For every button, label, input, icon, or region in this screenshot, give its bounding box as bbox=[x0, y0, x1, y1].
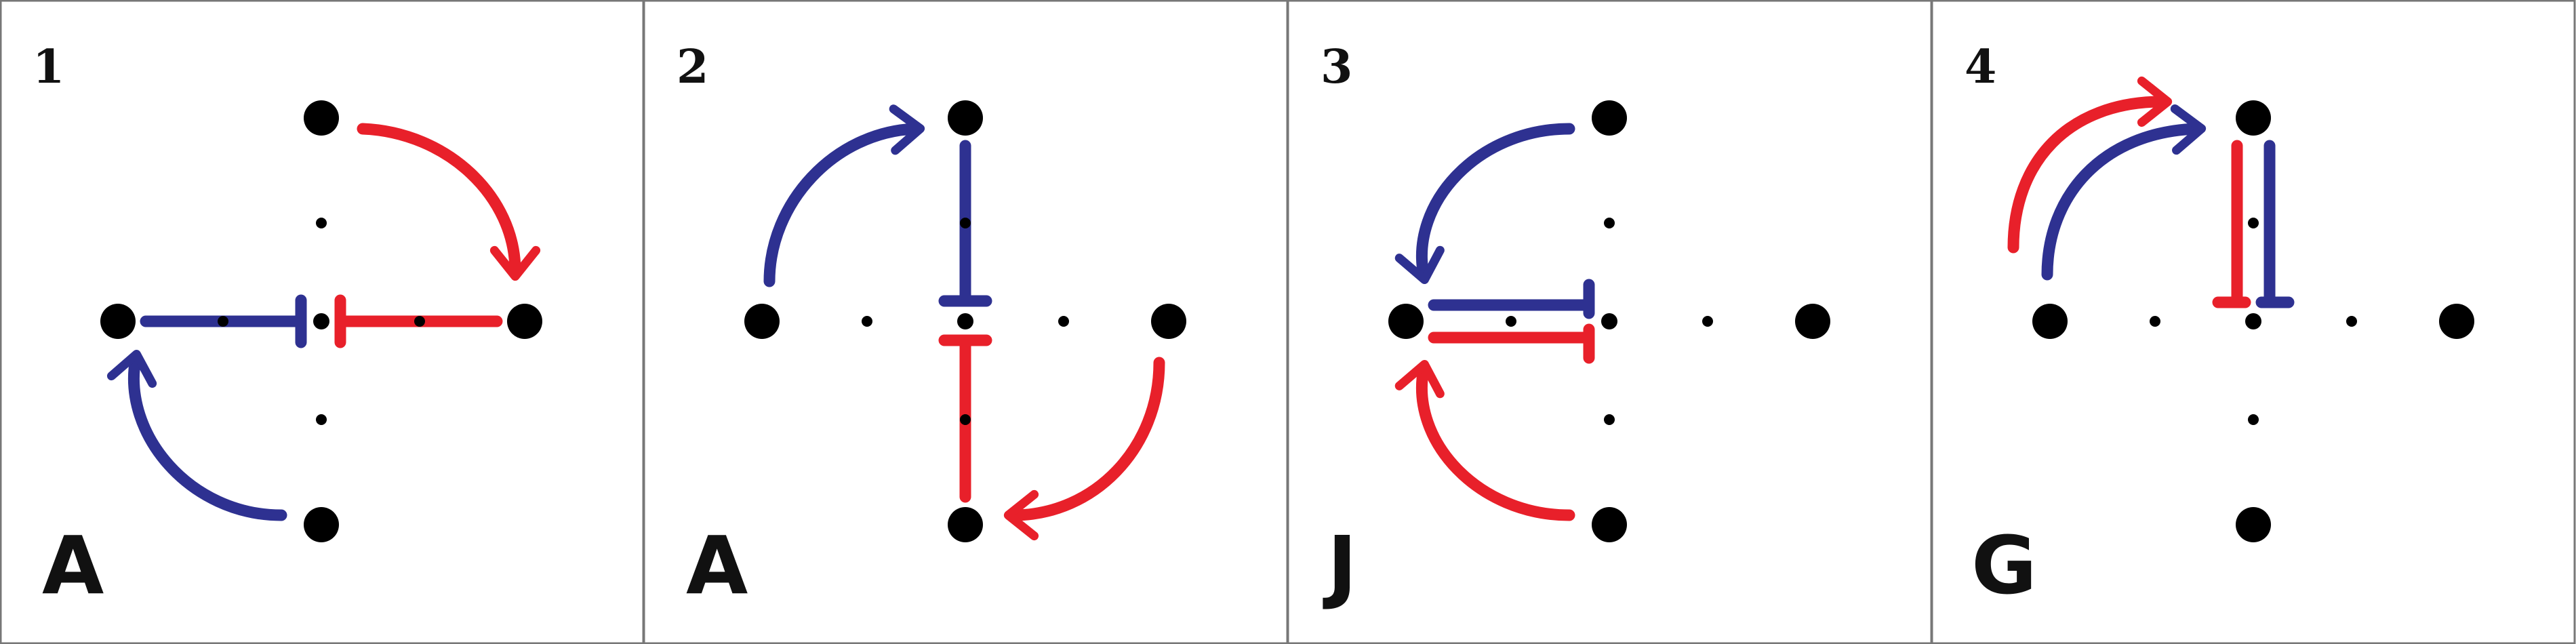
node bbox=[948, 100, 983, 136]
node bbox=[304, 100, 339, 136]
blue-arrow bbox=[2041, 104, 2207, 281]
grid-dot bbox=[960, 414, 971, 425]
grid-dot bbox=[2248, 218, 2259, 228]
grid-dot bbox=[1702, 316, 1713, 327]
grid-dot bbox=[957, 313, 973, 329]
grid-dot bbox=[862, 316, 872, 327]
grid-dot bbox=[1058, 316, 1069, 327]
blue-arrow bbox=[763, 104, 925, 287]
node bbox=[1592, 100, 1627, 136]
grid-dot bbox=[2248, 414, 2259, 425]
node bbox=[2236, 507, 2271, 542]
grid-dot bbox=[2150, 316, 2160, 327]
grid-dot bbox=[316, 414, 327, 425]
node bbox=[744, 304, 780, 339]
node bbox=[1388, 304, 1424, 339]
node bbox=[1151, 304, 1186, 339]
panel-4: 4 G bbox=[1931, 0, 2576, 644]
panel-number: 4 bbox=[1965, 40, 1996, 94]
panel-letter: J bbox=[1323, 519, 1357, 612]
panel-frame bbox=[1931, 0, 2576, 644]
grid-dot bbox=[1506, 316, 1516, 327]
red-arrow bbox=[2007, 76, 2173, 254]
grid-dot bbox=[960, 218, 971, 228]
blue-arrow bbox=[106, 349, 287, 521]
node bbox=[948, 507, 983, 542]
node bbox=[1592, 507, 1627, 542]
grid-dot bbox=[1604, 218, 1615, 228]
node bbox=[1795, 304, 1830, 339]
panel-2: 2 A bbox=[643, 0, 1289, 644]
grid-dot bbox=[1601, 313, 1617, 329]
grid-dot bbox=[1604, 414, 1615, 425]
node bbox=[507, 304, 542, 339]
node bbox=[100, 304, 136, 339]
blue-arrow bbox=[1394, 123, 1575, 285]
red-arrow bbox=[1003, 357, 1165, 541]
panel-letter: A bbox=[686, 519, 748, 612]
panel-number: 3 bbox=[1321, 40, 1352, 94]
red-arrow bbox=[357, 123, 541, 281]
grid-dot bbox=[313, 313, 329, 329]
panel-1: 1 A bbox=[0, 0, 645, 644]
panel-number: 2 bbox=[677, 40, 708, 94]
node bbox=[2439, 304, 2474, 339]
node bbox=[2236, 100, 2271, 136]
grid-dot bbox=[414, 316, 425, 327]
node bbox=[2032, 304, 2068, 339]
panel-letter: A bbox=[42, 519, 104, 612]
grid-dot bbox=[218, 316, 228, 327]
grid-dot bbox=[316, 218, 327, 228]
red-arrow bbox=[1394, 359, 1575, 521]
panel-letter: G bbox=[1971, 519, 2037, 612]
panel-number: 1 bbox=[33, 40, 64, 94]
node bbox=[304, 507, 339, 542]
grid-dot bbox=[2346, 316, 2357, 327]
grid-dot bbox=[2245, 313, 2261, 329]
